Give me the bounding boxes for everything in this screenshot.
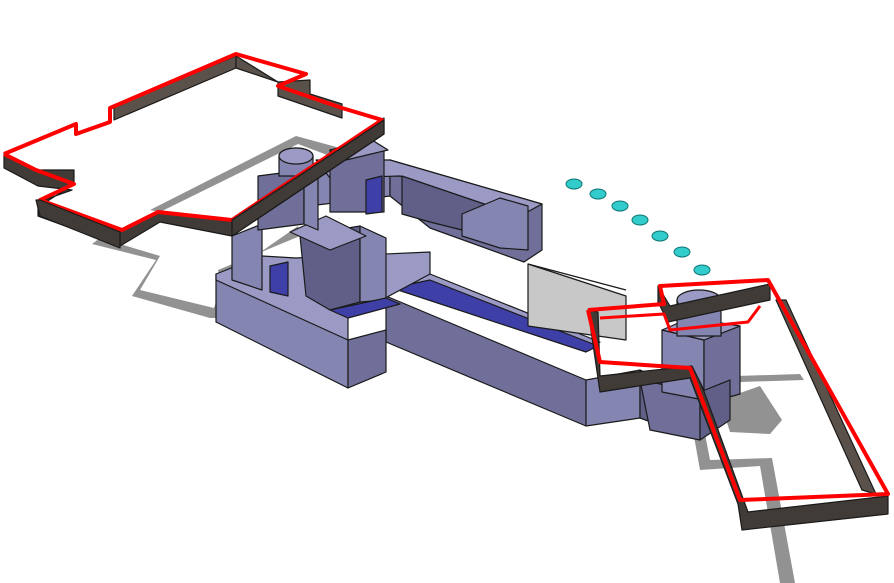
left-roof-shadow — [92, 226, 300, 318]
left-tower-cylinder-cap — [278, 147, 314, 165]
central-block-front-wall — [347, 329, 387, 389]
left-roof-red-edge — [3, 52, 384, 232]
cyan-dot — [565, 178, 583, 190]
interior-room-2 — [231, 223, 263, 291]
glass-top-rail — [527, 263, 627, 291]
cyan-dot — [693, 264, 711, 276]
cyan-dot — [589, 188, 607, 200]
back-room-partition — [461, 197, 529, 251]
left-roof-shadow-edge — [150, 136, 340, 212]
middle-column-window — [365, 175, 383, 215]
right-tower-shadow — [720, 386, 782, 434]
main-building — [215, 139, 741, 441]
cyan-dot-row — [565, 178, 711, 276]
left-roof-inner-face — [113, 55, 237, 121]
cyan-dot — [611, 200, 629, 212]
right-roof-shadow — [650, 408, 795, 583]
right-roof-outline — [586, 278, 890, 531]
cyan-dot — [651, 230, 669, 242]
cyan-dot — [673, 246, 691, 258]
ground-shadows — [92, 136, 804, 583]
left-roof-inner-face-2 — [235, 55, 343, 119]
left-roof-outline — [3, 52, 385, 249]
left-roof-right-band — [231, 119, 385, 237]
right-roof-inner-red-edge — [599, 305, 762, 332]
right-roof-inner-face — [775, 299, 877, 495]
cyan-dot — [631, 214, 649, 226]
right-roof-shadow-bar — [736, 374, 804, 382]
right-roof-top-face — [657, 283, 771, 323]
glass-panel — [527, 263, 627, 341]
left-roof-lower-band — [35, 199, 121, 249]
interior-floor-1 — [329, 297, 401, 319]
right-roof-red-edge — [586, 278, 890, 502]
interior-floor-2 — [269, 261, 289, 297]
